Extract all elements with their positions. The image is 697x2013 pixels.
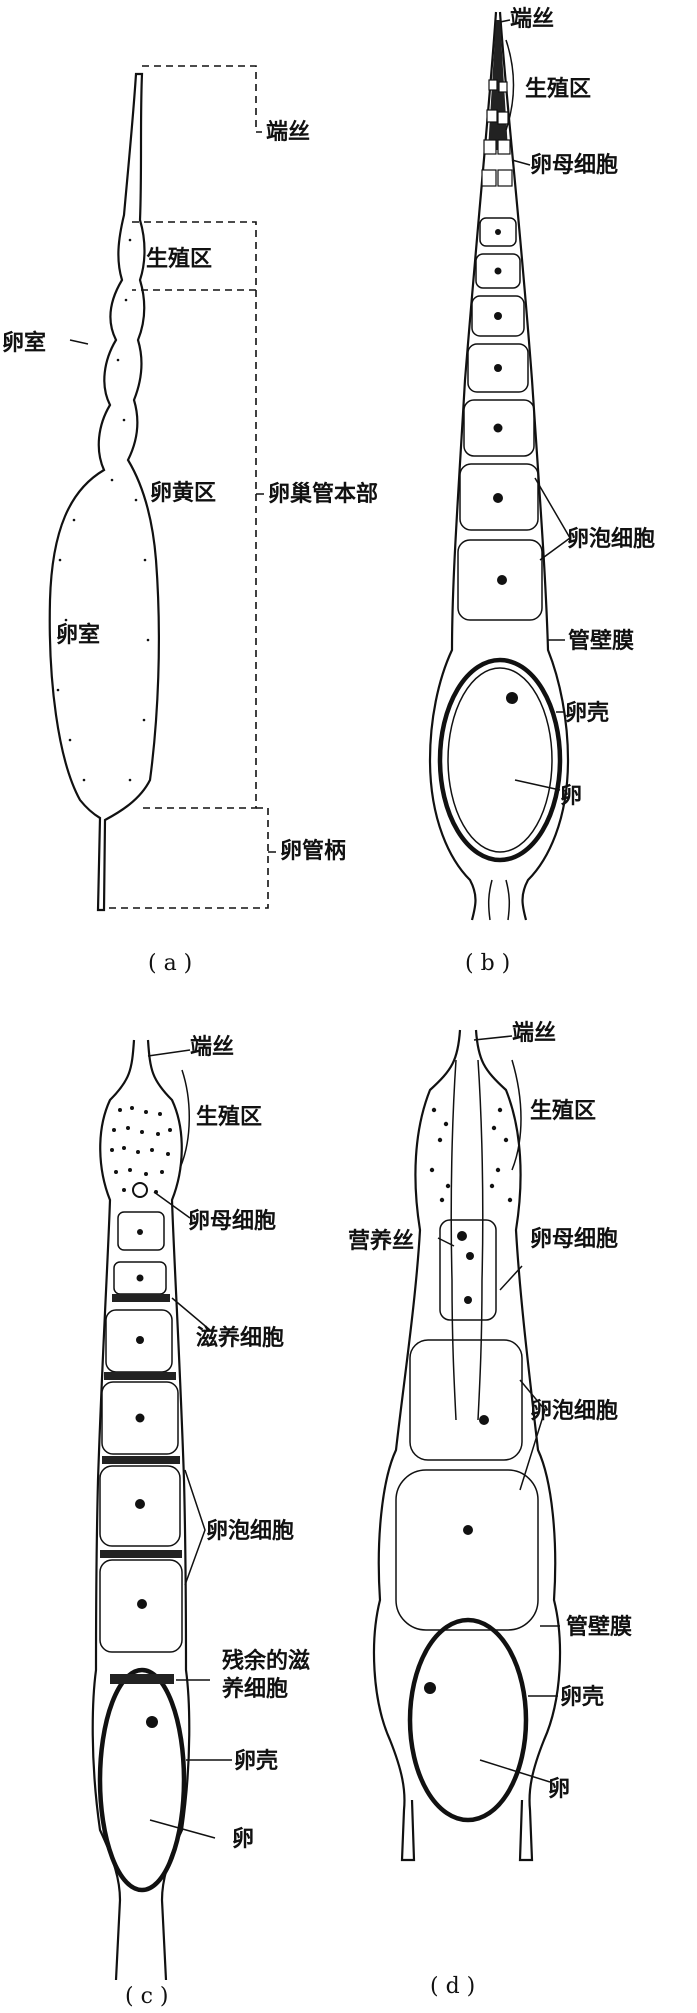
panel-d-ovariole-wall (372, 1029, 562, 1862)
panel-b-leader-oocyte (511, 159, 531, 166)
panel-a-leader-chamber (69, 339, 89, 345)
panel-d-leader-germarium (511, 1059, 522, 1171)
panel-d-leader-egg (479, 1759, 551, 1783)
panel-c: 端丝 生殖区 卵母细胞 滋养细胞 卵泡细胞 残余的滋 养细胞 卵壳 卵 ( c … (91, 1034, 310, 2009)
panel-a-label-egg-chamber-main: 卵室 (56, 622, 100, 648)
panel-b-egg-chambers (437, 217, 563, 863)
panel-c-early-oocyte (132, 1182, 148, 1198)
panel-c-label-nurse-cells: 滋养细胞 (196, 1325, 284, 1351)
panel-c-label-egg: 卵 (232, 1827, 254, 1852)
panel-b-label-germarium: 生殖区 (525, 76, 591, 102)
panel-c-label-terminal-filament: 端丝 (190, 1034, 234, 1060)
panel-d-label-terminal-filament: 端丝 (512, 1020, 556, 1046)
panel-d-nuclei (424, 1231, 489, 1694)
panel-a-bracket-body (140, 290, 257, 809)
panel-a-label-pedicel: 卵管柄 (280, 838, 346, 864)
panel-b-leader-egg (514, 779, 561, 791)
panel-c-chambers (97, 1211, 187, 1893)
panel-b-label-terminal-filament: 端丝 (510, 6, 554, 32)
panel-d-label-nutritive-cords: 营养丝 (348, 1228, 414, 1254)
panel-c-germarium-stipple (110, 1106, 172, 1194)
panel-a-label-egg-chamber-top: 卵室 (2, 330, 46, 356)
panel-a-bracket-terminal (142, 65, 257, 132)
panel-c-label-residual-line1: 残余的滋 (222, 1648, 310, 1674)
panel-c-label-follicle-cells: 卵泡细胞 (206, 1518, 294, 1544)
panel-c-nurse-bands (100, 1294, 182, 1684)
panel-c-leader-follicle (184, 1469, 206, 1586)
panel-b-label-oocyte: 卵母细胞 (530, 152, 618, 178)
panel-a-stipple (56, 238, 150, 782)
panel-c-label-residual-line2: 养细胞 (221, 1676, 288, 1702)
panel-a-ovariole-outline (48, 72, 160, 912)
panel-b-leader-follicle-2 (539, 537, 571, 561)
panel-d-chambers (395, 1219, 539, 1823)
panel-b: 端丝 生殖区 卵母细胞 卵泡细胞 管壁膜 卵壳 卵 ( b ) (428, 6, 655, 976)
panel-d-leader-oocyte (499, 1265, 523, 1291)
panel-d-label-oocyte: 卵母细胞 (530, 1226, 618, 1252)
panel-b-caption: ( b ) (465, 951, 510, 976)
panel-a-label-vitellarium: 卵黄区 (150, 481, 216, 506)
panel-b-germarium-cells (481, 79, 513, 187)
panel-a-label-ovariole-body: 卵巢管本部 (268, 481, 378, 507)
panel-d-label-germarium: 生殖区 (530, 1098, 596, 1124)
panel-a-label-terminal-filament: 端丝 (266, 119, 310, 145)
panel-b-ovariole-wall (428, 11, 570, 921)
panel-a: 端丝 生殖区 卵室 卵黄区 卵巢管本部 卵室 卵管柄 ( a ) (2, 65, 378, 976)
panel-d-leader-follicle (519, 1379, 546, 1491)
panel-b-nuclei (493, 229, 518, 704)
panel-b-leader-germarium (505, 39, 515, 131)
panel-c-leader-egg (149, 1819, 216, 1839)
panel-d: 端丝 生殖区 营养丝 卵母细胞 卵泡细胞 管壁膜 卵壳 卵 ( d ) (348, 1020, 632, 1999)
panel-d-leader-cords (437, 1237, 455, 1247)
panel-d-leader-terminal (473, 1035, 513, 1041)
panel-b-label-egg: 卵 (560, 784, 582, 809)
panel-d-label-egg: 卵 (548, 1777, 570, 1802)
panel-c-leader-germarium (179, 1069, 191, 1169)
panel-d-label-follicle-cells: 卵泡细胞 (530, 1398, 618, 1424)
panel-c-leader-nurse (171, 1297, 211, 1331)
panel-d-label-chorion: 卵壳 (560, 1685, 604, 1710)
panel-b-leader-terminal (499, 19, 511, 23)
panel-c-label-germarium: 生殖区 (196, 1104, 262, 1130)
panel-b-label-follicle-cells: 卵泡细胞 (567, 526, 655, 552)
panel-a-label-germarium: 生殖区 (146, 246, 212, 272)
panel-c-leader-oocyte (153, 1191, 191, 1219)
panel-a-bracket-germarium (132, 221, 257, 291)
panel-c-caption: ( c ) (125, 1984, 168, 2009)
panel-d-label-tunica-propria: 管壁膜 (566, 1614, 632, 1640)
panel-d-nutritive-cords (450, 1059, 484, 1421)
panel-b-label-chorion: 卵壳 (565, 701, 609, 726)
panel-b-pedicel-inner (487, 879, 511, 921)
panel-d-caption: ( d ) (430, 1974, 475, 1999)
panel-c-label-chorion: 卵壳 (234, 1749, 278, 1774)
panel-b-label-tunica-propria: 管壁膜 (568, 628, 634, 654)
panel-a-bracket-pedicel (104, 807, 269, 909)
panel-b-leader-follicle-1 (534, 477, 571, 539)
panel-c-leader-terminal (147, 1049, 191, 1057)
panel-c-nuclei (135, 1229, 158, 1728)
panel-a-caption: ( a ) (148, 951, 192, 976)
panel-c-label-oocyte: 卵母细胞 (188, 1208, 276, 1234)
panel-d-germarium-stipple (429, 1107, 513, 1203)
